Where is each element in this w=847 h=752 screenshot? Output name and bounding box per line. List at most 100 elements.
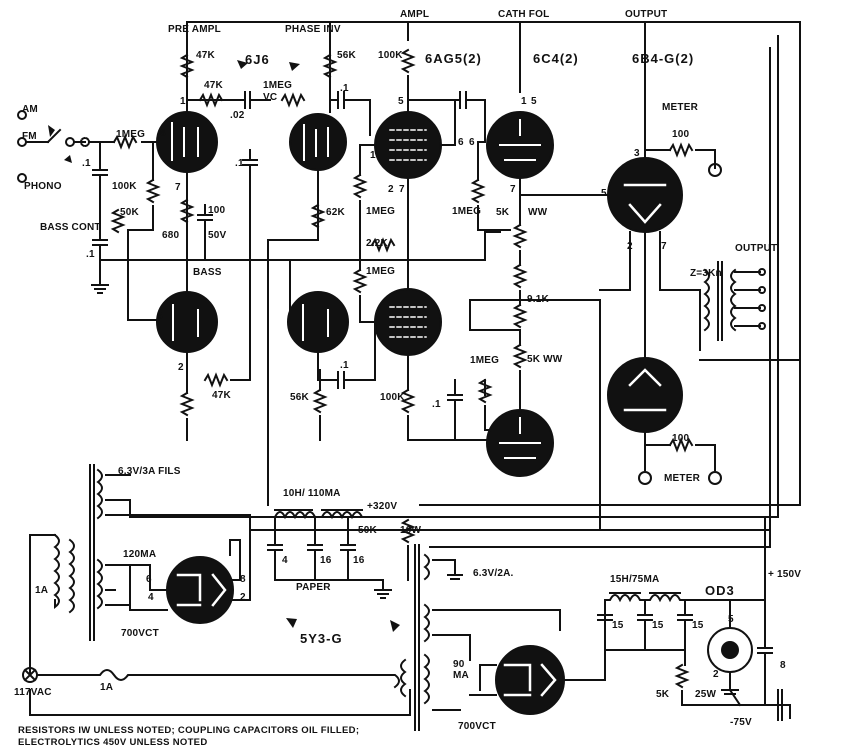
value-2k2: 2.2K bbox=[366, 238, 388, 249]
output-transformer-label: OUTPUT bbox=[735, 243, 778, 254]
value-c1-e: .1 bbox=[340, 360, 349, 371]
b-plus-bus bbox=[186, 21, 801, 531]
pin-5b: 5 bbox=[398, 96, 404, 107]
ct-label-a: 700VCT bbox=[121, 628, 159, 639]
fuse-label-2: 1A bbox=[100, 682, 114, 693]
choke-label-2: 15H/75MA bbox=[610, 574, 660, 585]
section-label-output: OUTPUT bbox=[625, 9, 668, 20]
filter-chokes bbox=[267, 509, 409, 599]
pin-3: 3 bbox=[634, 148, 640, 159]
impedance-label: Z=3Kn bbox=[690, 268, 722, 279]
pin-2b: 2 bbox=[388, 184, 394, 195]
pin-1a: 1 bbox=[180, 96, 186, 107]
arrow-markers bbox=[48, 60, 400, 632]
tube-6ag5 bbox=[374, 111, 442, 356]
pin-6b: 6 bbox=[458, 137, 464, 148]
value-680: 680 bbox=[162, 230, 180, 241]
current-label-90: 90 bbox=[453, 659, 465, 670]
value-ww: WW bbox=[528, 207, 548, 218]
value-16-b: 16 bbox=[353, 555, 365, 566]
footnote-line-1: RESISTORS IW UNLESS NOTED; COUPLING CAPA… bbox=[18, 725, 360, 736]
value-16-a: 16 bbox=[320, 555, 332, 566]
value-100-a: 100 bbox=[672, 129, 690, 140]
value-c1-b: .1 bbox=[235, 158, 244, 169]
value-4: 4 bbox=[282, 555, 288, 566]
tube-label-6ag5: 6AG5(2) bbox=[425, 51, 482, 66]
rectifier-2 bbox=[495, 645, 565, 715]
value-100k-c: 100K bbox=[380, 392, 405, 403]
pin-5d: 5 bbox=[601, 188, 607, 199]
value-8: 8 bbox=[780, 660, 786, 671]
pin-6a: 6 bbox=[160, 128, 166, 139]
value-100-b: 100 bbox=[672, 433, 690, 444]
current-label-120ma: 120MA bbox=[123, 549, 157, 560]
value-vc: VC bbox=[263, 92, 278, 103]
tube-label-5y3g: 5Y3-G bbox=[300, 631, 343, 646]
value-50k: 50K bbox=[120, 207, 139, 218]
pin-1c: 1 bbox=[521, 96, 527, 107]
value-1meg-d: 1MEG bbox=[452, 206, 482, 217]
ct-label-b: 700VCT bbox=[458, 721, 496, 732]
value-100k-a: 100K bbox=[378, 50, 403, 61]
tube-label-6c4: 6C4(2) bbox=[533, 51, 579, 66]
tube-label-od3: OD3 bbox=[705, 583, 735, 598]
tube-6c4 bbox=[486, 111, 554, 477]
filament-label-2: 6.3V/2A. bbox=[473, 568, 514, 579]
pin-8r: 8 bbox=[240, 574, 246, 585]
pin-7d: 7 bbox=[661, 241, 667, 252]
value-1meg-c: 1MEG bbox=[366, 266, 396, 277]
value-9k1: 9.1K bbox=[527, 294, 549, 305]
voltage-320v: +320V bbox=[367, 501, 398, 512]
ground-bus bbox=[99, 231, 501, 263]
output-transformer bbox=[699, 261, 801, 361]
pin-2o: 2 bbox=[713, 669, 719, 680]
meter-label-bottom: METER bbox=[664, 473, 700, 484]
pin-2d: 2 bbox=[627, 241, 633, 252]
pin-5o: 5 bbox=[728, 614, 734, 625]
value-56k-a: 56K bbox=[337, 50, 356, 61]
value-5k-25w-b: 25W bbox=[695, 689, 717, 700]
tube-label-6j6: 6J6 bbox=[245, 52, 270, 67]
section-label-phase-inv: PHASE INV bbox=[285, 24, 341, 35]
pin-2a: 2 bbox=[178, 362, 184, 373]
pin-1b: 1 bbox=[370, 150, 376, 161]
od3-regulator bbox=[707, 599, 753, 707]
section-label-pre-ampl: PRE AMPL bbox=[168, 24, 221, 35]
pin-6c: 6 bbox=[469, 137, 475, 148]
pin-5a: 5 bbox=[157, 311, 163, 322]
value-1meg-a: 1MEG bbox=[116, 129, 146, 140]
tube-label-6b4g: 6B4-G(2) bbox=[632, 51, 695, 66]
value-c1-a: .1 bbox=[82, 158, 91, 169]
pin-5c: 5 bbox=[531, 96, 537, 107]
meter-label-top: METER bbox=[662, 102, 698, 113]
voltage-150v: + 150V bbox=[768, 569, 802, 580]
value-100uf: 100 bbox=[208, 205, 226, 216]
value-5k-ww: 5K bbox=[496, 207, 510, 218]
value-62k: 62K bbox=[326, 207, 345, 218]
value-10w: 10W bbox=[400, 525, 422, 536]
footnote-line-2: ELECTROLYTICS 450V UNLESS NOTED bbox=[18, 737, 208, 748]
value-5k-ww-b: 5K WW bbox=[527, 354, 563, 365]
value-1meg-vc: 1MEG bbox=[263, 80, 293, 91]
tube-6j6 bbox=[156, 111, 347, 173]
fuse-label-1: 1A bbox=[35, 585, 49, 596]
power-transformer bbox=[68, 464, 396, 641]
value-15-c: 15 bbox=[692, 620, 704, 631]
resistors bbox=[110, 48, 694, 689]
input-selector bbox=[17, 110, 158, 321]
ac-label: 117VAC bbox=[14, 687, 52, 698]
tube-6b4g bbox=[607, 157, 683, 433]
value-15-a: 15 bbox=[612, 620, 624, 631]
input-label-am: AM bbox=[22, 104, 38, 115]
value-02: .02 bbox=[230, 110, 245, 121]
pin-7b: 7 bbox=[399, 184, 405, 195]
current-label-ma: MA bbox=[453, 670, 469, 681]
section-label-cath-fol: CATH FOL bbox=[498, 9, 550, 20]
pin-7a: 7 bbox=[175, 182, 181, 193]
pin-4r: 4 bbox=[148, 592, 154, 603]
value-c1-f: .1 bbox=[432, 399, 441, 410]
value-c1-c: .1 bbox=[340, 83, 349, 94]
input-label-phono: PHONO bbox=[24, 181, 62, 192]
value-47k-c: 47K bbox=[212, 390, 231, 401]
